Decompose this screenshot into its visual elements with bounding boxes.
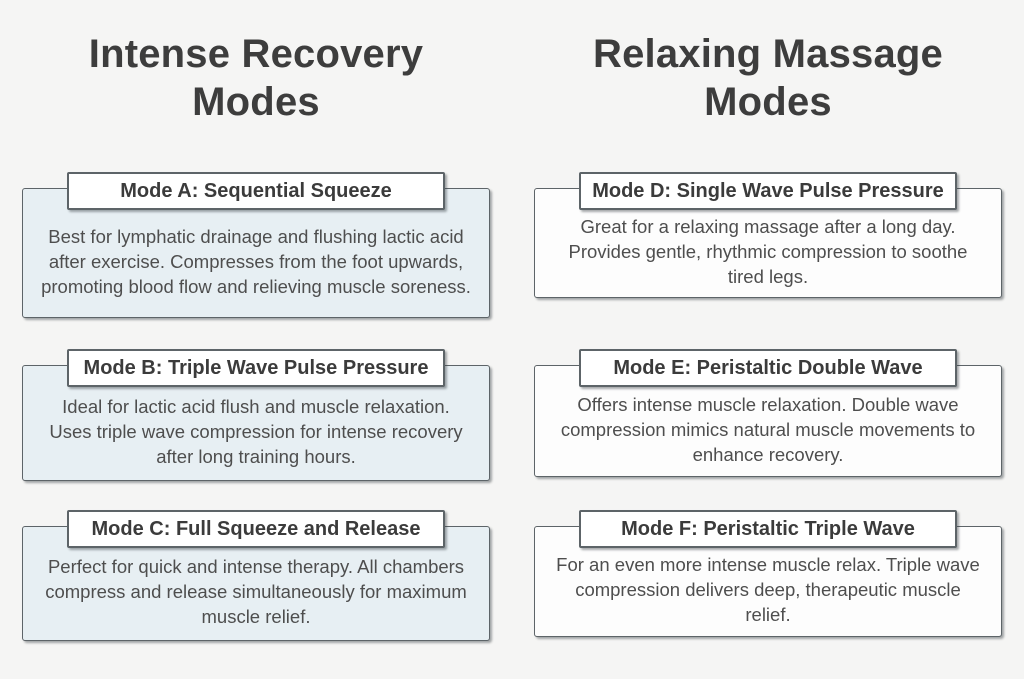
mode-card-title: Mode B: Triple Wave Pulse Pressure [67,349,445,387]
mode-card-title: Mode E: Peristaltic Double Wave [579,349,957,387]
column-header: Relaxing Massage Modes [534,0,1002,140]
mode-card-b: Mode B: Triple Wave Pulse Pressure Ideal… [22,349,490,481]
column-title-intense-recovery: Intense Recovery Modes [88,32,424,124]
mode-card-c: Mode C: Full Squeeze and Release Perfect… [22,510,490,641]
mode-card-title: Mode A: Sequential Squeeze [67,172,445,210]
column-relaxing-massage: Relaxing Massage Modes Mode D: Single Wa… [534,0,1002,679]
mode-card-a: Mode A: Sequential Squeeze Best for lymp… [22,172,490,318]
mode-card-title: Mode F: Peristaltic Triple Wave [579,510,957,548]
mode-card-f: Mode F: Peristaltic Triple Wave For an e… [534,510,1002,637]
column-intense-recovery: Intense Recovery Modes Mode A: Sequentia… [22,0,490,679]
mode-card-title: Mode C: Full Squeeze and Release [67,510,445,548]
column-title-relaxing-massage: Relaxing Massage Modes [592,32,944,124]
column-header: Intense Recovery Modes [22,0,490,140]
mode-card-d: Mode D: Single Wave Pulse Pressure Great… [534,172,1002,298]
mode-card-title: Mode D: Single Wave Pulse Pressure [579,172,957,210]
mode-card-e: Mode E: Peristaltic Double Wave Offers i… [534,349,1002,477]
